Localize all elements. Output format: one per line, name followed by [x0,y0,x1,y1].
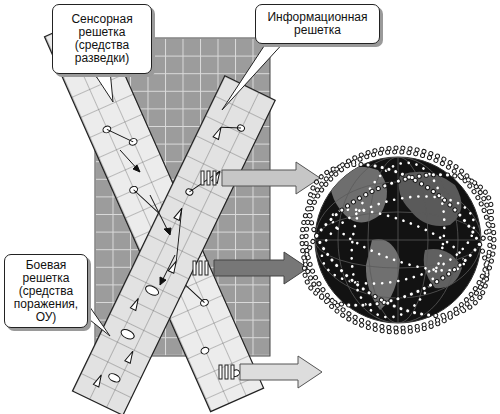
bar-marks [193,171,234,379]
callout-text: Информационная решетка [260,11,375,37]
combat-links [160,120,241,261]
globe [282,133,500,346]
block-arrow [214,252,308,284]
callout-tail [92,70,113,102]
combat-band [72,76,275,414]
grid-arrows [120,150,175,285]
combat-units [93,116,246,396]
callout-tail [85,300,110,336]
callout-box: Боевая решетка (средства поражения, ОУ) [4,254,88,328]
satellite-orbits [282,133,500,346]
combat-band-strip [72,76,275,414]
block-arrow [240,356,322,388]
callout-tails [85,40,286,336]
callout-tail [222,40,286,110]
callout-text: Сенсорная решетка (средства разведки) [57,13,147,65]
callout-text: Боевая решетка (средства поражения, ОУ) [9,259,83,324]
callout-box: Информационная решетка [255,4,380,44]
callout-box: Сенсорная решетка (средства разведки) [52,4,152,74]
block-arrow [222,162,320,194]
